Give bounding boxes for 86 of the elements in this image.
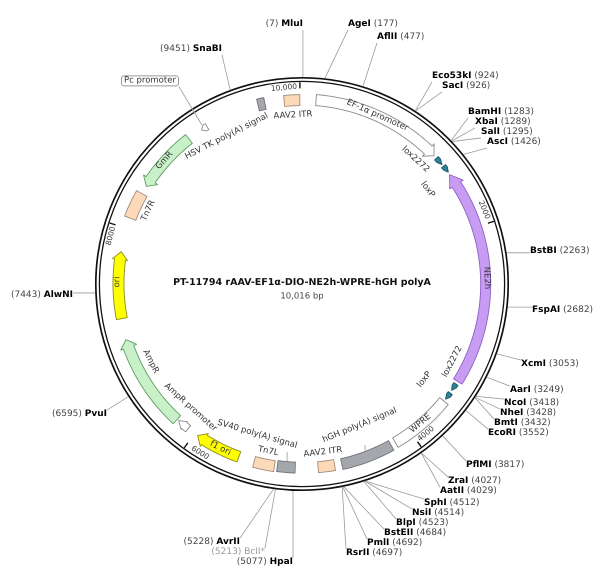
leader-line: [474, 397, 500, 410]
leader-line: [421, 452, 448, 478]
map-title: PT-11794 rAAV-EF1α-DIO-NE2h-WPRE-hGH polyA: [173, 278, 431, 288]
leader-line: [450, 118, 468, 141]
leader-line: [222, 54, 231, 90]
enzyme-site-label: (5077) HpaI: [236, 558, 293, 568]
leader-line: [466, 410, 488, 430]
enzyme-site-label: AgeI (177): [348, 20, 398, 30]
feature-block: [276, 460, 296, 474]
leader-line: [292, 490, 294, 558]
leader-line: [286, 451, 288, 462]
directional-feature: [451, 382, 459, 392]
leader-line: [415, 92, 442, 112]
leader-line: [496, 354, 522, 360]
enzyme-site-label: SalI (1295): [481, 128, 533, 138]
enzyme-site-label: AflII (477): [377, 33, 424, 43]
enzyme-site-label: SphI (4512): [424, 499, 480, 509]
leader-line: [463, 148, 488, 155]
enzyme-site-label: FspAI (2682): [532, 306, 594, 316]
leader-line: [507, 306, 532, 308]
enzyme-site-label: PflMI (3817): [466, 461, 524, 471]
enzyme-site-label: NcoI (3418): [504, 399, 560, 409]
directional-feature: [112, 251, 128, 321]
callout-label: Pc promoter: [121, 75, 179, 87]
leader-line: [106, 396, 129, 410]
leader-line: [240, 488, 274, 538]
enzyme-site-label: (5213) BclI*: [211, 548, 265, 558]
leader-line: [506, 252, 530, 254]
feature-block: [316, 459, 336, 474]
feature-label: f1 ori: [208, 440, 232, 458]
feature-label: NE2h: [480, 266, 491, 289]
leader-line: [476, 396, 504, 400]
leader-line: [342, 486, 368, 540]
leader-line: [486, 376, 510, 386]
leader-line: [72, 292, 96, 294]
feature-label: ori: [113, 276, 123, 288]
leader-line: [452, 138, 482, 142]
enzyme-site-label: AscI (1426): [487, 138, 541, 148]
enzyme-site-label: BamHI (1283): [468, 108, 534, 118]
feature-label: AAV2 ITR: [272, 110, 312, 122]
leader-line: [178, 86, 202, 126]
enzyme-site-label: AatII (4029): [440, 487, 497, 497]
enzyme-site-label: BstBI (2263): [530, 247, 590, 257]
leader-line: [364, 444, 366, 451]
enzyme-site-label: BlpI (4523): [396, 519, 449, 529]
leader-line: [451, 128, 476, 142]
leader-line: [420, 452, 440, 488]
leader-line: [364, 481, 396, 520]
enzyme-site-label: EcoRI (3552): [488, 429, 549, 439]
leader-line: [342, 486, 346, 550]
feature-block: [256, 97, 268, 112]
enzyme-site-label: BstEII (4684): [384, 529, 446, 539]
enzyme-site-label: BmtI (3432): [494, 419, 551, 429]
enzyme-site-label: Eco53kI (924): [432, 72, 499, 82]
directional-feature: [441, 164, 449, 174]
leader-line: [415, 82, 432, 112]
feature-label: AAV2 ITR: [302, 446, 343, 460]
leader-line: [442, 436, 466, 462]
enzyme-site-label: (5228) AvrII: [184, 538, 240, 548]
directional-feature: [445, 390, 454, 400]
feature-block: [282, 94, 300, 107]
leader-line: [324, 30, 348, 79]
enzyme-site-label: (7443) AlwNI: [10, 291, 73, 301]
enzyme-site-label: (6595) PvuI: [52, 410, 107, 420]
enzyme-site-label: XcmI (3053): [521, 360, 579, 370]
enzyme-site-label: RsrII (4697): [346, 549, 402, 559]
enzyme-site-label: NsiI (4514): [412, 509, 464, 519]
enzyme-site-label: (7) MluI: [266, 20, 303, 30]
leader-line: [364, 480, 412, 510]
enzyme-site-label: SacI (926): [442, 82, 490, 92]
enzyme-site-label: (9451) SnaBI: [160, 45, 222, 55]
enzyme-site-label: AarI (3249): [510, 386, 564, 396]
directional-feature: [200, 123, 210, 132]
enzyme-site-label: XbaI (1289): [475, 118, 531, 128]
leader-line: [365, 480, 424, 500]
enzyme-site-label: PmlI (4692): [367, 539, 422, 549]
enzyme-site-label: NheI (3428): [500, 409, 556, 419]
leader-line: [362, 42, 378, 86]
leader-line: [474, 397, 494, 420]
directional-feature: [434, 156, 443, 166]
feature-block: [252, 456, 276, 472]
sequence-length-label: 10,016 bp: [280, 292, 324, 302]
enzyme-site-label: ZraI (4027): [448, 477, 502, 487]
leader-line: [302, 30, 304, 78]
leader-line: [343, 486, 384, 530]
leader-line: [264, 489, 276, 548]
